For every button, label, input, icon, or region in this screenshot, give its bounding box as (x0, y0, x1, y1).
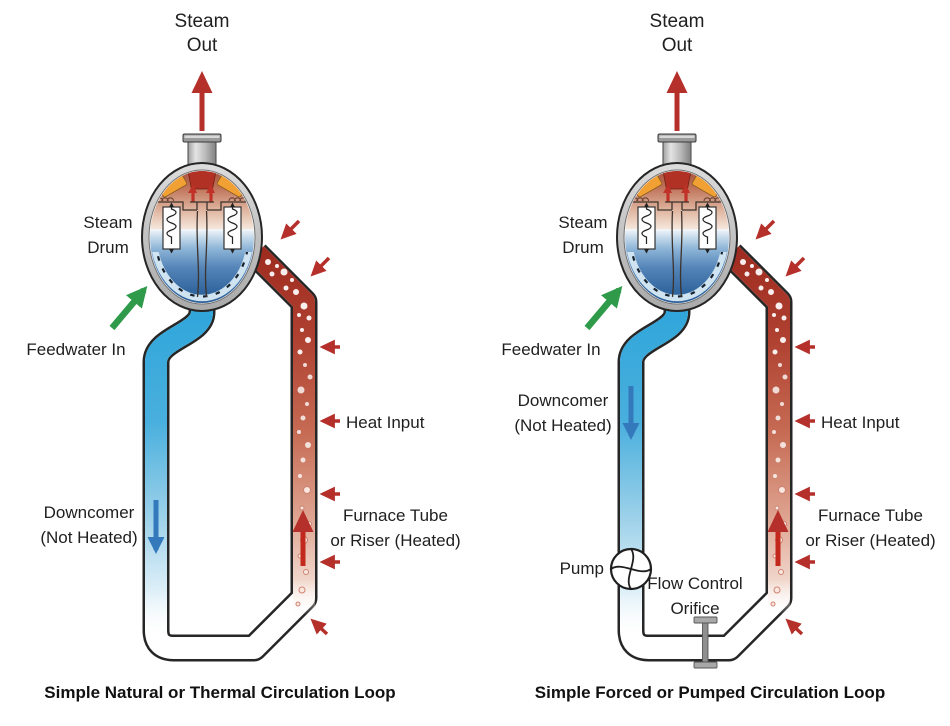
downcomer-line2: (Not Heated) (40, 528, 138, 547)
heat-input-label-right: Heat Input (821, 413, 900, 432)
downcomer-line1: Downcomer (517, 391, 609, 410)
downcomer-line2: (Not Heated) (514, 416, 612, 435)
steam-out-line2: Out (661, 35, 693, 56)
downcomer-label-right: Downcomer (Not Heated) (503, 388, 623, 438)
steam-out-line2: Out (186, 35, 218, 56)
steam-out-line1: Steam (649, 11, 705, 32)
steam-drum-line2: Drum (87, 238, 129, 257)
furnace-tube-label-left: Furnace Tube or Riser (Heated) (328, 503, 463, 553)
flow-control-line2: Orifice (670, 599, 720, 618)
steam-drum-line2: Drum (562, 238, 604, 257)
flow-control-orifice-symbol (693, 616, 718, 669)
pump-label: Pump (559, 559, 604, 578)
downcomer-label-left: Downcomer (Not Heated) (29, 500, 149, 550)
downcomer-line1: Downcomer (43, 503, 135, 522)
caption-right: Simple Forced or Pumped Circulation Loop (534, 683, 886, 702)
steam-drum-label-right: Steam Drum (538, 210, 628, 260)
steam-out-label-left: Steam Out (157, 10, 247, 58)
heat-input-label-left: Heat Input (346, 413, 425, 432)
steam-drum-label-left: Steam Drum (63, 210, 153, 260)
furnace-line2: or Riser (Heated) (805, 531, 936, 550)
caption-left: Simple Natural or Thermal Circulation Lo… (44, 683, 396, 702)
flow-control-line1: Flow Control (647, 574, 743, 593)
steam-drum-line1: Steam (83, 213, 133, 232)
flow-control-orifice-label: Flow Control Orifice (635, 571, 755, 621)
furnace-line1: Furnace Tube (343, 506, 448, 525)
feedwater-label-left: Feedwater In (26, 340, 126, 359)
steam-out-label-right: Steam Out (632, 10, 722, 58)
furnace-tube-label-right: Furnace Tube or Riser (Heated) (803, 503, 938, 553)
steam-drum-line1: Steam (558, 213, 608, 232)
steam-out-line1: Steam (174, 11, 230, 32)
feedwater-label-right: Feedwater In (501, 340, 601, 359)
furnace-line1: Furnace Tube (818, 506, 923, 525)
furnace-line2: or Riser (Heated) (330, 531, 461, 550)
natural-circulation-loop (112, 76, 340, 648)
pump-symbol (609, 547, 653, 591)
